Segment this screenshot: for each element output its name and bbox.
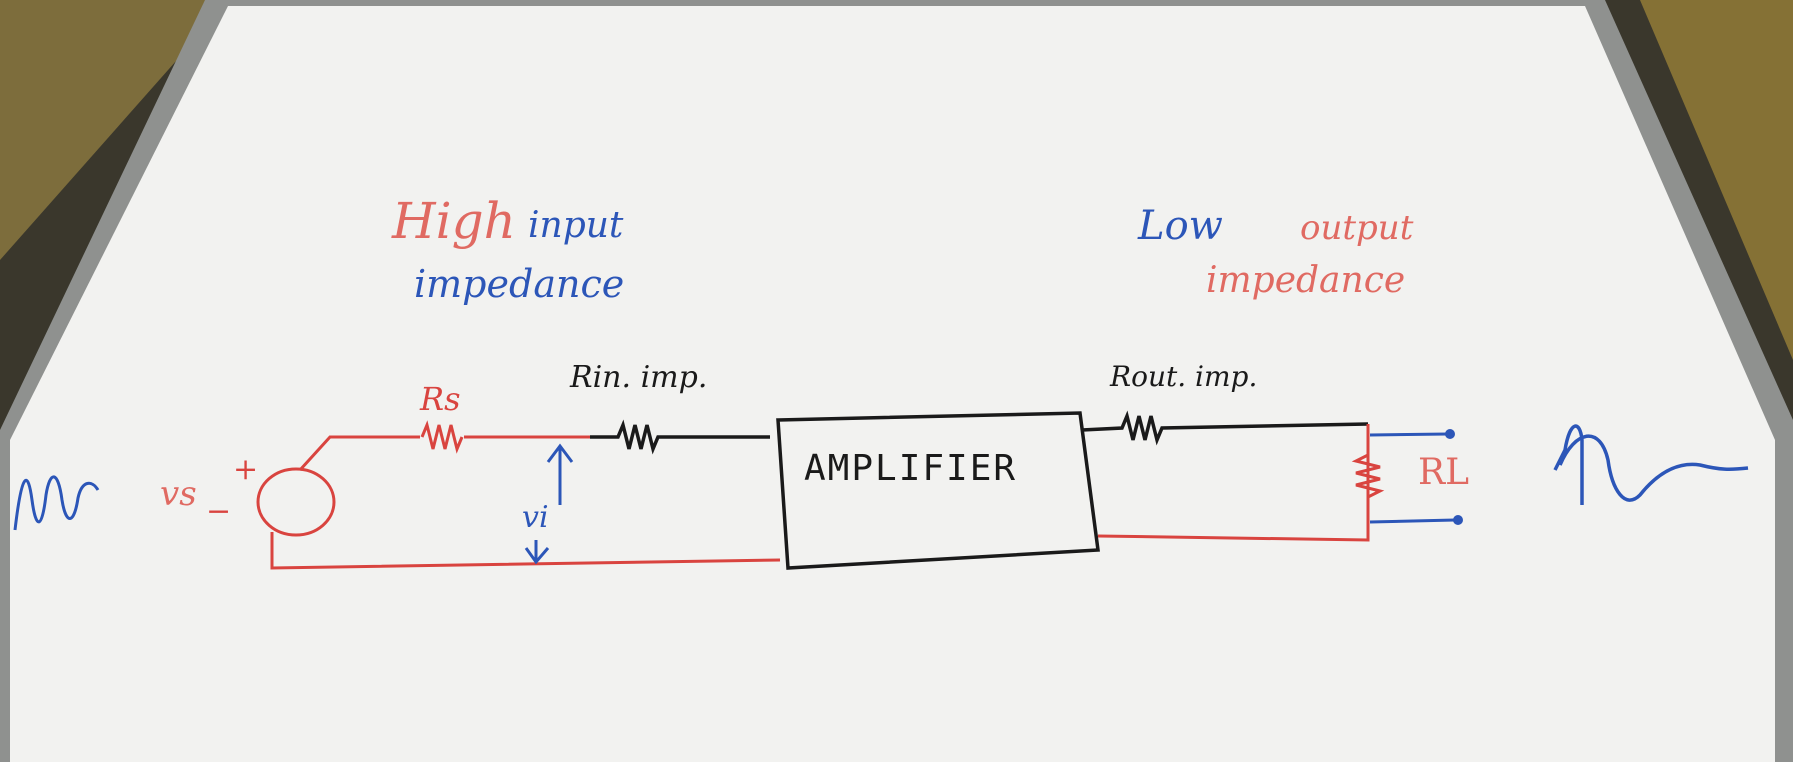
rs-resistor — [420, 420, 464, 454]
amplifier-label: AMPLIFIER — [804, 448, 1018, 489]
wire-source-top — [298, 435, 420, 472]
wall-left — [0, 0, 230, 260]
vi-arrow-up — [546, 443, 574, 505]
input-waveform — [13, 475, 100, 531]
output-waveform — [1553, 424, 1749, 505]
vi-arrow-down — [524, 540, 550, 565]
voltage-source — [256, 467, 336, 537]
rout-resistor — [1081, 410, 1369, 446]
rs-label: Rs — [420, 380, 461, 418]
vs-label: vs — [160, 474, 197, 514]
output-label: output — [1300, 208, 1414, 248]
terminal-top — [1369, 432, 1449, 437]
terminal-bottom — [1369, 518, 1456, 524]
output-impedance-label: impedance — [1206, 260, 1406, 301]
paper-sheet — [10, 6, 1775, 762]
rin-resistor — [590, 419, 770, 455]
high-label: High — [392, 192, 516, 250]
input-impedance-label: impedance — [414, 262, 625, 306]
vi-label: vi — [522, 500, 549, 535]
minus-sign: − — [206, 494, 232, 529]
rin-label: Rin. imp. — [570, 360, 708, 395]
terminal-bottom-dot — [1453, 515, 1463, 525]
wall-right — [1640, 0, 1793, 360]
rl-label: RL — [1418, 452, 1470, 493]
wire-bottom-input — [270, 532, 781, 570]
low-label: Low — [1138, 203, 1223, 249]
plus-sign: + — [233, 452, 259, 487]
rl-resistor — [1351, 453, 1385, 499]
input-label: input — [528, 205, 624, 246]
rout-label: Rout. imp. — [1110, 360, 1258, 393]
terminal-top-dot — [1445, 429, 1455, 439]
amplifier-box — [776, 411, 1100, 570]
